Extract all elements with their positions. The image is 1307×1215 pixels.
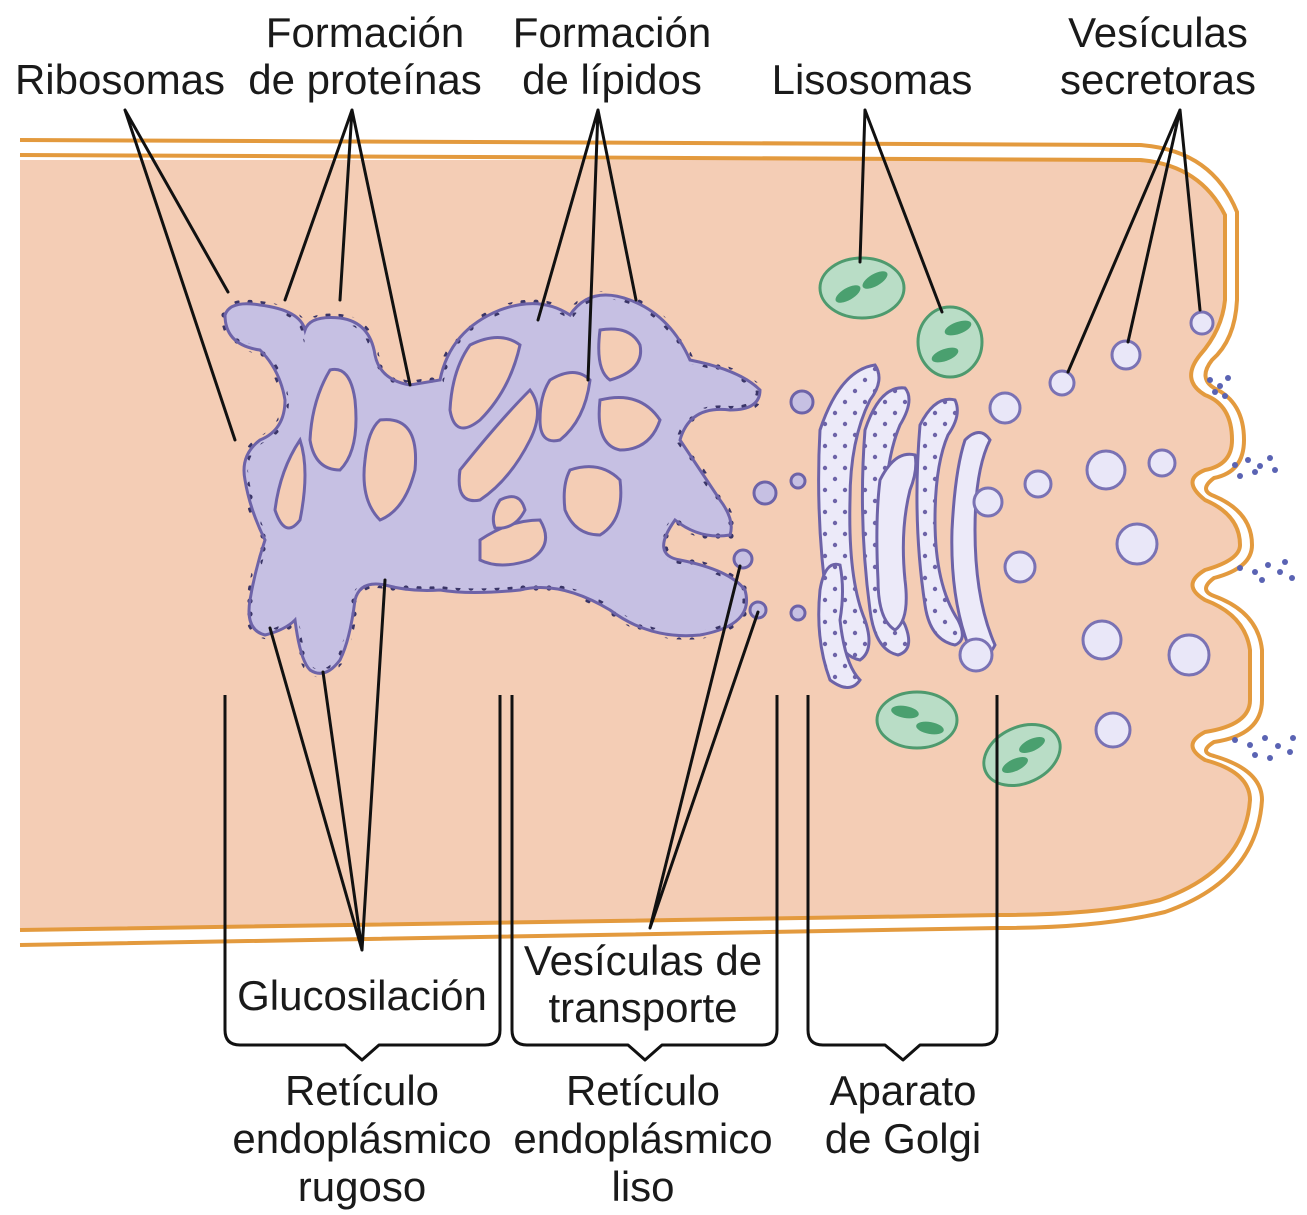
label-formacion-proteinas-2: de proteínas [248, 56, 482, 103]
lysosome [877, 692, 957, 748]
lysosome [918, 307, 982, 377]
label-glucosilacion: Glucosilación [237, 972, 487, 1019]
region-rer-line3: rugoso [298, 1163, 426, 1210]
label-vesiculas-secretoras-1: Vesículas [1068, 9, 1248, 56]
label-ribosomas: Ribosomas [15, 56, 225, 103]
label-formacion-lipidos-2: de lípidos [522, 56, 702, 103]
label-vesiculas-secretoras-2: secretoras [1060, 56, 1256, 103]
region-golgi-line2: de Golgi [825, 1115, 981, 1162]
region-rer-line1: Retículo [285, 1067, 439, 1114]
region-ser-line2: endoplásmico [513, 1115, 772, 1162]
label-vesiculas-transporte-1: Vesículas de [524, 937, 762, 984]
region-ser-line1: Retículo [566, 1067, 720, 1114]
label-lisosomas: Lisosomas [772, 56, 973, 103]
region-golgi-line1: Aparato [829, 1067, 976, 1114]
region-ser-line3: liso [611, 1163, 674, 1210]
label-formacion-proteinas-1: Formación [266, 9, 464, 56]
label-vesiculas-transporte-2: transporte [548, 984, 737, 1031]
region-rer-line2: endoplásmico [232, 1115, 491, 1162]
label-formacion-lipidos-1: Formación [513, 9, 711, 56]
lysosome [820, 258, 904, 318]
